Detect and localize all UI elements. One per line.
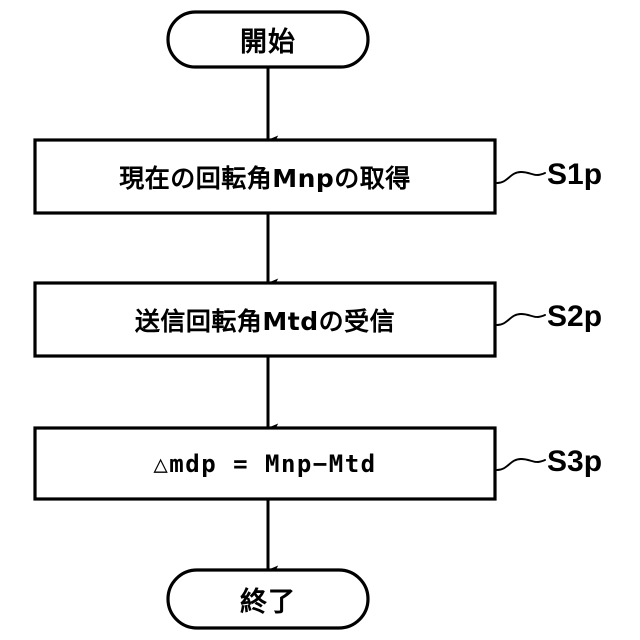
node-end-terminal[interactable]: [166, 568, 370, 630]
step-reference-s1p: S1p: [547, 158, 603, 191]
node-process-s3p[interactable]: [33, 426, 497, 501]
leader-line-s2p-icon: [496, 313, 546, 326]
node-group: [33, 10, 497, 630]
leader-line-s3p-icon: [496, 458, 546, 471]
node-process-s1p[interactable]: [33, 138, 497, 215]
leader-line-s1p-icon: [496, 171, 546, 184]
step-reference-s2p: S2p: [547, 300, 603, 333]
step-reference-s3p: S3p: [547, 445, 603, 478]
leader-line-group: [496, 171, 546, 471]
node-start-terminal[interactable]: [166, 10, 370, 69]
node-process-s2p[interactable]: [33, 281, 497, 358]
